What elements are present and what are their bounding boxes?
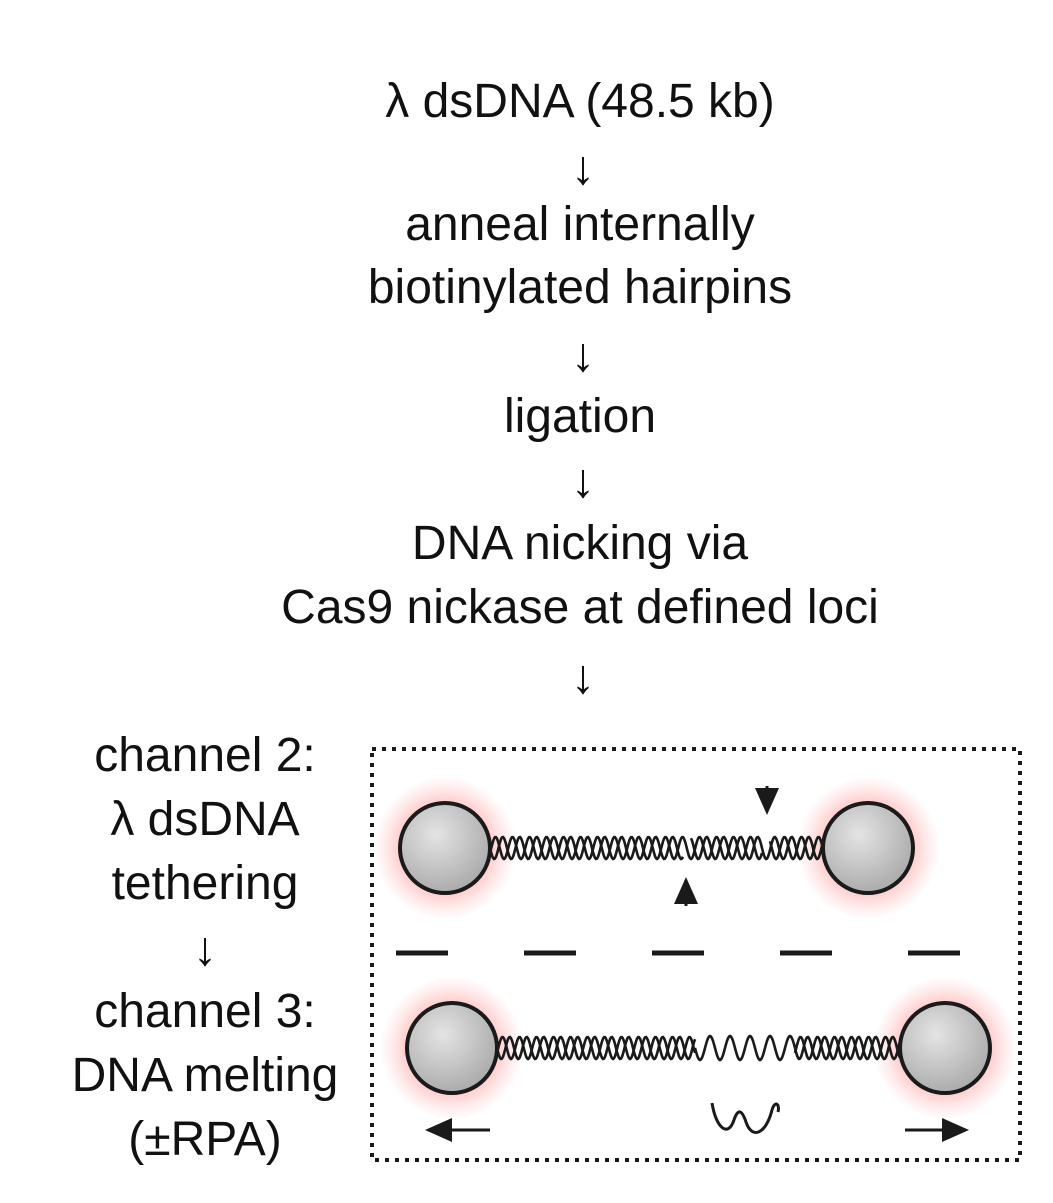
- channel3-label-line1: channel 3:: [94, 985, 316, 1038]
- dna-strand-channel3-complement: [495, 1034, 902, 1062]
- bead-c3-right: [898, 1001, 992, 1095]
- dotted-frame: [370, 747, 1022, 1162]
- step-anneal-line2: biotinylated hairpins: [367, 261, 793, 314]
- channel2-label-line2: λ dsDNA: [110, 793, 300, 846]
- dna-strand-channel2: [488, 835, 825, 861]
- step-ligation: ligation: [503, 390, 657, 443]
- step-anneal-line1: anneal internally: [405, 198, 755, 251]
- step-nicking-line1: DNA nicking via: [411, 517, 749, 570]
- channel2-label-line1: channel 2:: [94, 729, 316, 782]
- flow-arrow-1-icon: ↓: [571, 142, 595, 195]
- dna-strand-channel2-complement: [488, 835, 825, 861]
- bead-c2-left: [398, 801, 492, 895]
- channel2-label-line3: tethering: [111, 857, 299, 910]
- step-nicking-line2: Cas9 nickase at defined loci: [281, 581, 879, 634]
- channel3-label-line3: (±RPA): [128, 1113, 282, 1166]
- channel-arrow-icon: ↓: [193, 923, 217, 976]
- step-lambda-dsdna: λ dsDNA (48.5 kb): [385, 75, 775, 128]
- melted-ssdna-loop: [710, 1102, 780, 1134]
- flow-arrow-2-icon: ↓: [571, 329, 595, 382]
- channel3-label-line2: DNA melting: [71, 1049, 339, 1102]
- bead-c2-right: [821, 801, 915, 895]
- flow-arrow-4-icon: ↓: [571, 651, 595, 704]
- flow-arrow-3-icon: ↓: [571, 455, 595, 508]
- bead-c3-left: [405, 1001, 499, 1095]
